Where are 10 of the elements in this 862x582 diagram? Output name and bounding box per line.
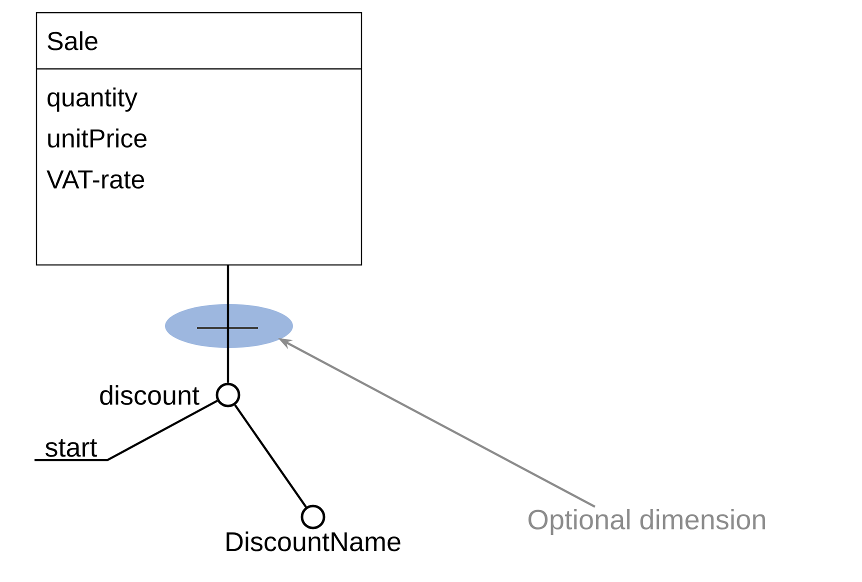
hierarchy-line (34, 400, 218, 462)
annotation-text: Optional dimension (528, 508, 765, 536)
dimension-circle (216, 382, 240, 408)
hierarchy-line (226, 266, 230, 383)
attribute-label: DiscountName (226, 531, 400, 552)
attribute-label: start (46, 439, 98, 457)
dimension-circle (300, 504, 326, 530)
attribute-label: discount (100, 385, 200, 405)
fact-box: Sale quantity unitPrice VAT-rate (36, 12, 362, 266)
hierarchy-line (234, 404, 307, 508)
